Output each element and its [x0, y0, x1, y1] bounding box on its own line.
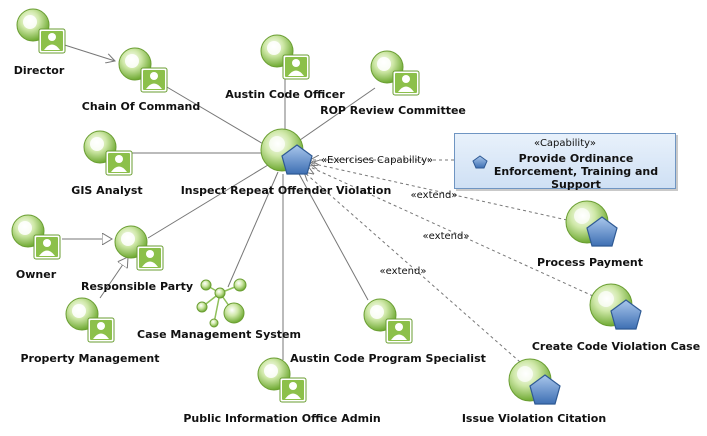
case-management-system-label: Case Management System	[137, 328, 301, 341]
director-actor-icon[interactable]	[16, 8, 66, 54]
austin-code-program-specialist-label: Austin Code Program Specialist	[290, 352, 486, 365]
austin-code-program-specialist-actor-icon[interactable]	[363, 298, 413, 344]
property-management-generalization	[99, 257, 128, 299]
austin-code-officer-actor-icon[interactable]	[260, 34, 310, 80]
property-management-label: Property Management	[20, 352, 160, 365]
extend-process-payment	[310, 163, 568, 221]
extend-label-2: «extend»	[422, 231, 470, 242]
dependencies	[304, 160, 594, 363]
capability-pentagon-icon	[472, 155, 488, 169]
responsible-party-actor-icon[interactable]	[114, 225, 164, 271]
property-management-actor-icon[interactable]	[65, 297, 115, 343]
assoc-austin-code-program-specialist	[297, 171, 369, 301]
assoc-chain-of-command	[154, 79, 266, 146]
extend-create-code-violation-case	[308, 166, 594, 297]
associations	[120, 65, 376, 360]
issue-violation-citation-use-case-icon[interactable]	[508, 358, 561, 405]
extend-label-1: «extend»	[410, 190, 458, 201]
issue-violation-citation-label: Issue Violation Citation	[461, 412, 607, 425]
public-information-office-admin-label: Public Information Office Admin	[183, 412, 381, 425]
assoc-case-management-system	[227, 171, 279, 288]
exercises-capability-label: «Exercises Capability»	[320, 155, 434, 166]
capability-stereotype: «Capability»	[534, 138, 596, 149]
chain-of-command-actor-icon[interactable]	[118, 47, 168, 93]
assoc-rop-review-committee	[299, 87, 376, 141]
chain-of-command-label: Chain Of Command	[81, 100, 201, 113]
responsible-party-label: Responsible Party	[80, 280, 194, 293]
rop-review-committee-actor-icon[interactable]	[370, 50, 420, 96]
case-management-system-icon[interactable]	[196, 278, 247, 328]
rop-review-committee-label: ROP Review Committee	[320, 104, 466, 117]
inspect-repeat-offender-violation-use-case-icon[interactable]	[260, 128, 313, 175]
gis-analyst-actor-icon[interactable]	[83, 130, 133, 176]
process-payment-use-case-icon[interactable]	[565, 200, 618, 247]
owner-actor-icon[interactable]	[11, 214, 61, 260]
owner-label: Owner	[15, 268, 57, 281]
extend-label-3: «extend»	[379, 266, 427, 277]
director-label: Director	[13, 64, 65, 77]
assoc-responsible-party	[147, 164, 269, 239]
process-payment-label: Process Payment	[537, 256, 643, 269]
austin-code-officer-label: Austin Code Officer	[225, 88, 345, 101]
gis-analyst-label: GIS Analyst	[71, 184, 143, 197]
capability-name: Provide Ordinance Enforcement, Training …	[493, 152, 659, 191]
create-code-violation-case-label: Create Code Violation Case	[531, 340, 701, 353]
capability-box[interactable]: «Capability» Provide Ordinance Enforceme…	[454, 133, 676, 191]
create-code-violation-case-use-case-icon[interactable]	[589, 283, 642, 330]
inspect-repeat-offender-violation-label: Inspect Repeat Offender Violation	[180, 184, 392, 197]
